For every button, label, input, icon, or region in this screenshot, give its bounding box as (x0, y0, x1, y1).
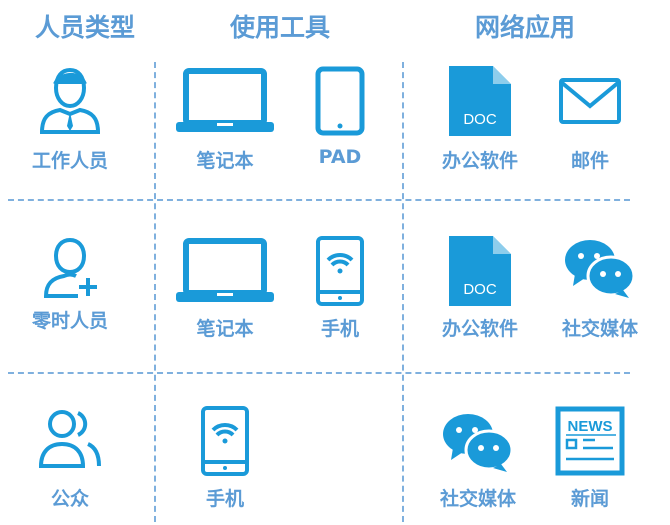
doc-file-icon: DOC (449, 66, 511, 136)
app-label: 办公软件 (441, 150, 518, 172)
header-tools: 使用工具 (229, 13, 330, 42)
person-public: 公众 (10, 408, 130, 510)
person-temporary: 零时人员 (10, 236, 130, 332)
tool-phone: 手机 (280, 236, 400, 340)
app-label: 邮件 (570, 150, 609, 172)
mail-icon (559, 78, 621, 124)
tool-laptop: 笔记本 (165, 238, 285, 340)
divider-horizontal (8, 199, 630, 201)
tool-label: 笔记本 (196, 318, 254, 340)
doc-file-icon: DOC (449, 236, 511, 306)
tool-label: 笔记本 (196, 150, 254, 172)
add-user-icon (43, 237, 97, 298)
app-office: DOC 办公软件 (420, 66, 540, 172)
app-label: 新闻 (570, 488, 609, 510)
wechat-icon (565, 240, 636, 298)
tool-label: PAD (318, 146, 362, 168)
svg-text:DOC: DOC (463, 111, 497, 128)
tool-tablet: PAD (280, 66, 400, 168)
phone-wifi-icon (201, 406, 249, 476)
tool-label: 手机 (320, 318, 359, 340)
tool-laptop: 笔记本 (165, 68, 285, 172)
divider-vertical (402, 62, 404, 522)
tool-phone: 手机 (165, 406, 285, 510)
app-social: 社交媒体 (540, 238, 660, 340)
divider-horizontal (8, 372, 630, 374)
divider-vertical (154, 62, 156, 522)
header-person-type: 人员类型 (34, 13, 135, 42)
group-icon (38, 410, 101, 468)
person-label: 零时人员 (31, 310, 108, 332)
tool-label: 手机 (205, 488, 244, 510)
app-news: NEWS 新闻 (530, 406, 650, 510)
app-label: 社交媒体 (561, 318, 638, 340)
app-label: 办公软件 (441, 318, 518, 340)
wechat-icon (443, 414, 514, 472)
app-label: 社交媒体 (439, 488, 516, 510)
app-office: DOC 办公软件 (420, 236, 540, 340)
news-icon: NEWS (555, 406, 625, 476)
person-label: 工作人员 (31, 150, 108, 172)
person-label: 公众 (50, 488, 89, 510)
app-mail: 邮件 (530, 78, 650, 172)
svg-text:DOC: DOC (463, 281, 497, 298)
laptop-icon (176, 238, 274, 302)
app-social: 社交媒体 (418, 412, 538, 510)
phone-wifi-icon (316, 236, 364, 306)
header-apps: 网络应用 (474, 13, 575, 42)
tablet-icon (315, 66, 365, 136)
worker-icon (39, 67, 101, 134)
svg-text:NEWS: NEWS (568, 418, 613, 435)
person-worker: 工作人员 (10, 66, 130, 172)
laptop-icon (176, 68, 274, 132)
